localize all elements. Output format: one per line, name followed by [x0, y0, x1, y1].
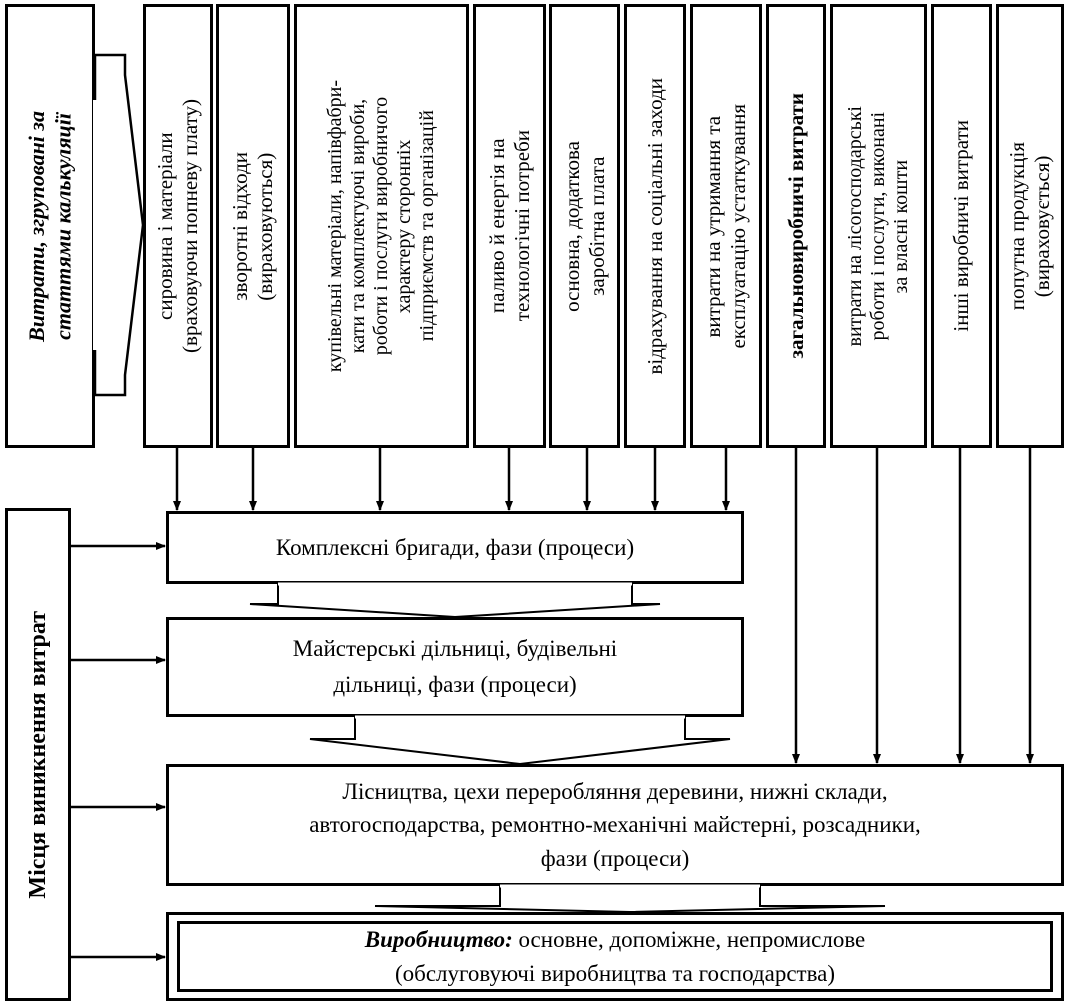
cost-item-overhead: загальновиробничі витрати	[766, 4, 826, 448]
level-complex-brigades-text: Комплексні бригади, фази (процеси)	[275, 534, 635, 560]
level-master-sections-text: дільниці, фази (процеси)	[333, 672, 577, 697]
cost-item-text: підприємств та організацій	[416, 110, 438, 342]
cost-item-purchased-materials: купівельні матеріали, напівфабри-кати та…	[294, 4, 469, 448]
cost-items-label-line2: статтями калькуляції	[50, 112, 75, 340]
production-inner-box: Виробництво: основне, допоміжне, непроми…	[177, 921, 1053, 992]
level-forestries: Лісництва, цехи переробляння деревини, н…	[166, 764, 1064, 886]
cost-item-text: за власні кошти	[890, 159, 912, 293]
level-forestries-text: Лісництва, цехи переробляння деревини, н…	[342, 778, 888, 804]
cost-item-text: заробітна плата	[584, 156, 609, 296]
cost-item-text: витрати на лісогосподарські	[844, 105, 866, 347]
cost-item-text: кати та комплектуючі вироби,	[347, 98, 369, 354]
cost-item-text: роботи і послуги, виконані	[867, 111, 889, 341]
cost-item-text: сировина і матеріали	[153, 132, 178, 320]
level-complex-brigades: Комплексні бригади, фази (процеси)	[166, 511, 744, 584]
cost-item-by-products: попутна продукція(вираховується)	[996, 4, 1064, 448]
level-master-sections: Майстерські дільниці, будівельні дільниц…	[166, 617, 744, 717]
production-outer-box: Виробництво: основне, допоміжне, непроми…	[166, 912, 1064, 1001]
cost-item-text: інші виробничі витрати	[949, 120, 974, 332]
cost-item-returnable-waste: зворотні відходи(вираховуються)	[216, 4, 290, 448]
level-forestries-text: фази (процеси)	[540, 845, 690, 871]
cost-item-text: основна, додаткова	[559, 140, 584, 312]
cost-centers-label: Місця виникнення витрат	[24, 610, 51, 899]
cost-item-other-production: інші виробничі витрати	[931, 4, 992, 448]
level-forestries-text: автогосподарства, ремонтно-механічні май…	[309, 812, 921, 838]
level2-to-level3-arrow	[309, 717, 731, 766]
cost-item-raw-materials: сировина і матеріали(враховуючи попневу …	[143, 4, 213, 448]
cost-item-text: витрати на утримання та	[701, 115, 726, 337]
cost-item-text: роботи і послуги виробничого	[370, 96, 392, 356]
cost-centers-label-box: Місця виникнення витрат	[5, 508, 71, 1001]
level3-to-production-arrow	[374, 886, 886, 914]
cost-item-text: експлуатацію устаткування	[726, 103, 750, 349]
cost-item-text: загальновиробничі витрати	[783, 93, 808, 359]
cost-items-label-box: Витрати, згруповані за статтями калькуля…	[5, 4, 95, 448]
cost-item-text: технологічні потреби	[509, 130, 534, 322]
production-line1-rest: основне, допоміжне, непромислове	[512, 927, 866, 953]
level-master-sections-text: Майстерські дільниці, будівельні	[292, 636, 618, 662]
cost-item-text: відрахування на соціальні заходи	[642, 77, 667, 375]
cost-item-text: купівельні матеріали, напівфабри-	[324, 79, 346, 373]
cost-item-text: (вираховуються)	[253, 152, 277, 301]
level1-to-level2-arrow	[249, 584, 661, 619]
cost-items-label-line1: Витрати, згруповані за	[23, 110, 49, 342]
cost-item-text: паливо й енергія на	[484, 138, 509, 314]
cost-item-text: зворотні відходи	[228, 151, 253, 301]
cost-item-text: характеру сторонніх	[393, 139, 415, 313]
cost-item-text: (вираховується)	[1030, 155, 1054, 297]
cost-item-text: попутна продукція	[1005, 141, 1030, 311]
grouping-pointer-arrow	[93, 53, 145, 397]
cost-item-social-contributions: відрахування на соціальні заходи	[624, 4, 686, 448]
production-line2: (обслуговуючі виробництва та господарств…	[394, 960, 836, 986]
cost-item-text: (враховуючи попневу плату)	[178, 99, 202, 353]
production-title: Виробництво:	[364, 927, 513, 953]
production-line1: Виробництво: основне, допоміжне, непроми…	[365, 923, 866, 956]
